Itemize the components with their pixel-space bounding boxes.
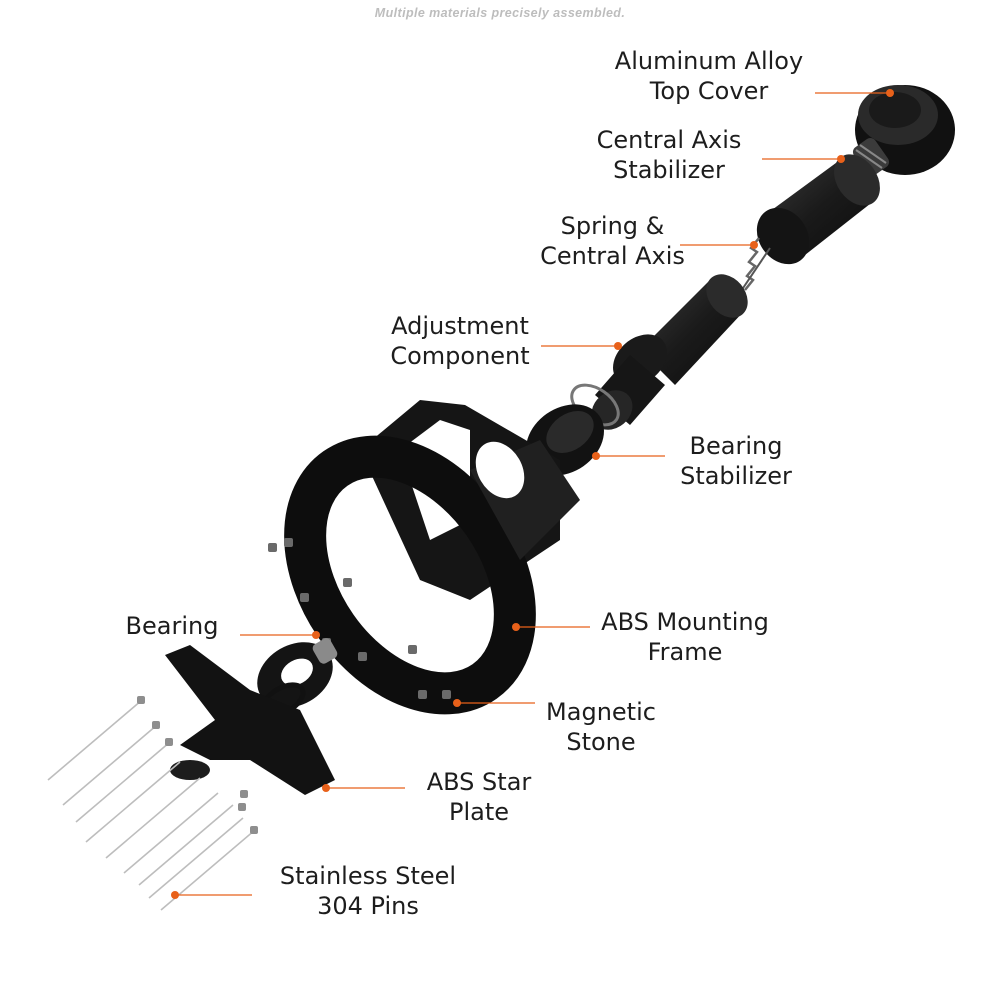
label-mounting-frame: ABS Mounting Frame bbox=[590, 607, 780, 667]
label-pins-line1: Stainless Steel bbox=[279, 862, 457, 890]
label-magnetic-stone-line1: Magnetic bbox=[546, 698, 656, 726]
label-top-cover-line2: Top Cover bbox=[649, 77, 769, 105]
label-bearing-stabilizer-line1: Bearing bbox=[689, 432, 783, 460]
label-adjustment: Adjustment Component bbox=[380, 311, 540, 371]
label-adjustment-line1: Adjustment bbox=[391, 312, 529, 340]
callout-leaders bbox=[171, 89, 894, 899]
label-star-plate: ABS Star Plate bbox=[416, 767, 542, 827]
axis-stabilizer-part bbox=[756, 154, 880, 265]
label-bearing-stabilizer-line2: Stabilizer bbox=[680, 462, 792, 490]
label-mounting-frame-line1: ABS Mounting bbox=[601, 608, 769, 636]
label-top-cover: Aluminum Alloy Top Cover bbox=[604, 46, 814, 106]
axis-sleeve-part bbox=[640, 274, 748, 385]
label-star-plate-line1: ABS Star bbox=[426, 768, 532, 796]
tagline: Multiple materials precisely assembled. bbox=[374, 6, 626, 20]
label-magnetic-stone-line2: Stone bbox=[566, 728, 636, 756]
pin-heads-group bbox=[137, 696, 258, 834]
label-bearing: Bearing bbox=[116, 611, 228, 641]
label-axis-stabilizer-line2: Stabilizer bbox=[613, 156, 725, 184]
label-bearing-line1: Bearing bbox=[125, 612, 219, 640]
label-spring-axis-line1: Spring & bbox=[560, 212, 665, 240]
label-adjustment-line2: Component bbox=[390, 342, 530, 370]
label-bearing-stabilizer: Bearing Stabilizer bbox=[666, 431, 806, 491]
label-spring-axis: Spring & Central Axis bbox=[530, 211, 695, 271]
label-pins-line2: 304 Pins bbox=[317, 892, 419, 920]
label-axis-stabilizer: Central Axis Stabilizer bbox=[580, 125, 758, 185]
label-top-cover-line1: Aluminum Alloy bbox=[614, 47, 804, 75]
mounting-frame-part bbox=[284, 400, 580, 715]
label-axis-stabilizer-line1: Central Axis bbox=[596, 126, 742, 154]
label-spring-axis-line2: Central Axis bbox=[540, 242, 685, 270]
label-star-plate-line2: Plate bbox=[448, 798, 510, 826]
label-pins: Stainless Steel 304 Pins bbox=[262, 861, 474, 921]
top-cover-part bbox=[855, 85, 955, 175]
label-magnetic-stone: Magnetic Stone bbox=[536, 697, 666, 757]
magnetic-stones-group bbox=[268, 538, 451, 699]
star-plate-part bbox=[165, 645, 335, 795]
adjustment-part bbox=[591, 334, 667, 430]
label-mounting-frame-line2: Frame bbox=[647, 638, 723, 666]
